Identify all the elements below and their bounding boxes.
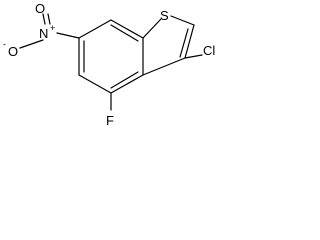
bond-c7a-s1 [142, 18, 162, 39]
bond-n-o-top-double [47, 13, 51, 25]
chemical-structure-diagram: S Cl F N + O O - [3, 1, 215, 128]
chlorine-atom: Cl [203, 43, 215, 58]
bond-c7-c7a [110, 19, 144, 39]
bond-c3-c3a [142, 57, 186, 76]
bond-n-o-top [42, 13, 46, 25]
nitro-nitrogen-atom: N [39, 26, 48, 41]
bond-c3a-c4 [110, 74, 144, 94]
fluorine-atom: F [106, 113, 114, 128]
nitro-nitrogen-positive-charge: + [50, 23, 55, 33]
double-bond-c2-c3-inner [179, 28, 189, 58]
bond-c3-cl [184, 54, 203, 59]
bond-c4-c5 [78, 74, 112, 94]
double-bond-c3a-c4-inner [110, 71, 139, 89]
bond-c2-c3 [184, 24, 195, 59]
nitro-oxygen-left-atom: O [8, 44, 18, 59]
bond-c6-c7 [78, 19, 112, 39]
bond-c7-n [56, 32, 80, 39]
nitro-oxygen-negative-charge: - [3, 39, 6, 49]
double-bond-c7-c7a-inner [110, 24, 139, 42]
nitro-oxygen-top-atom: O [35, 1, 45, 16]
sulfur-atom: S [160, 8, 169, 23]
bond-n-o-left [19, 39, 44, 49]
bond-s1-c2 [170, 15, 195, 26]
